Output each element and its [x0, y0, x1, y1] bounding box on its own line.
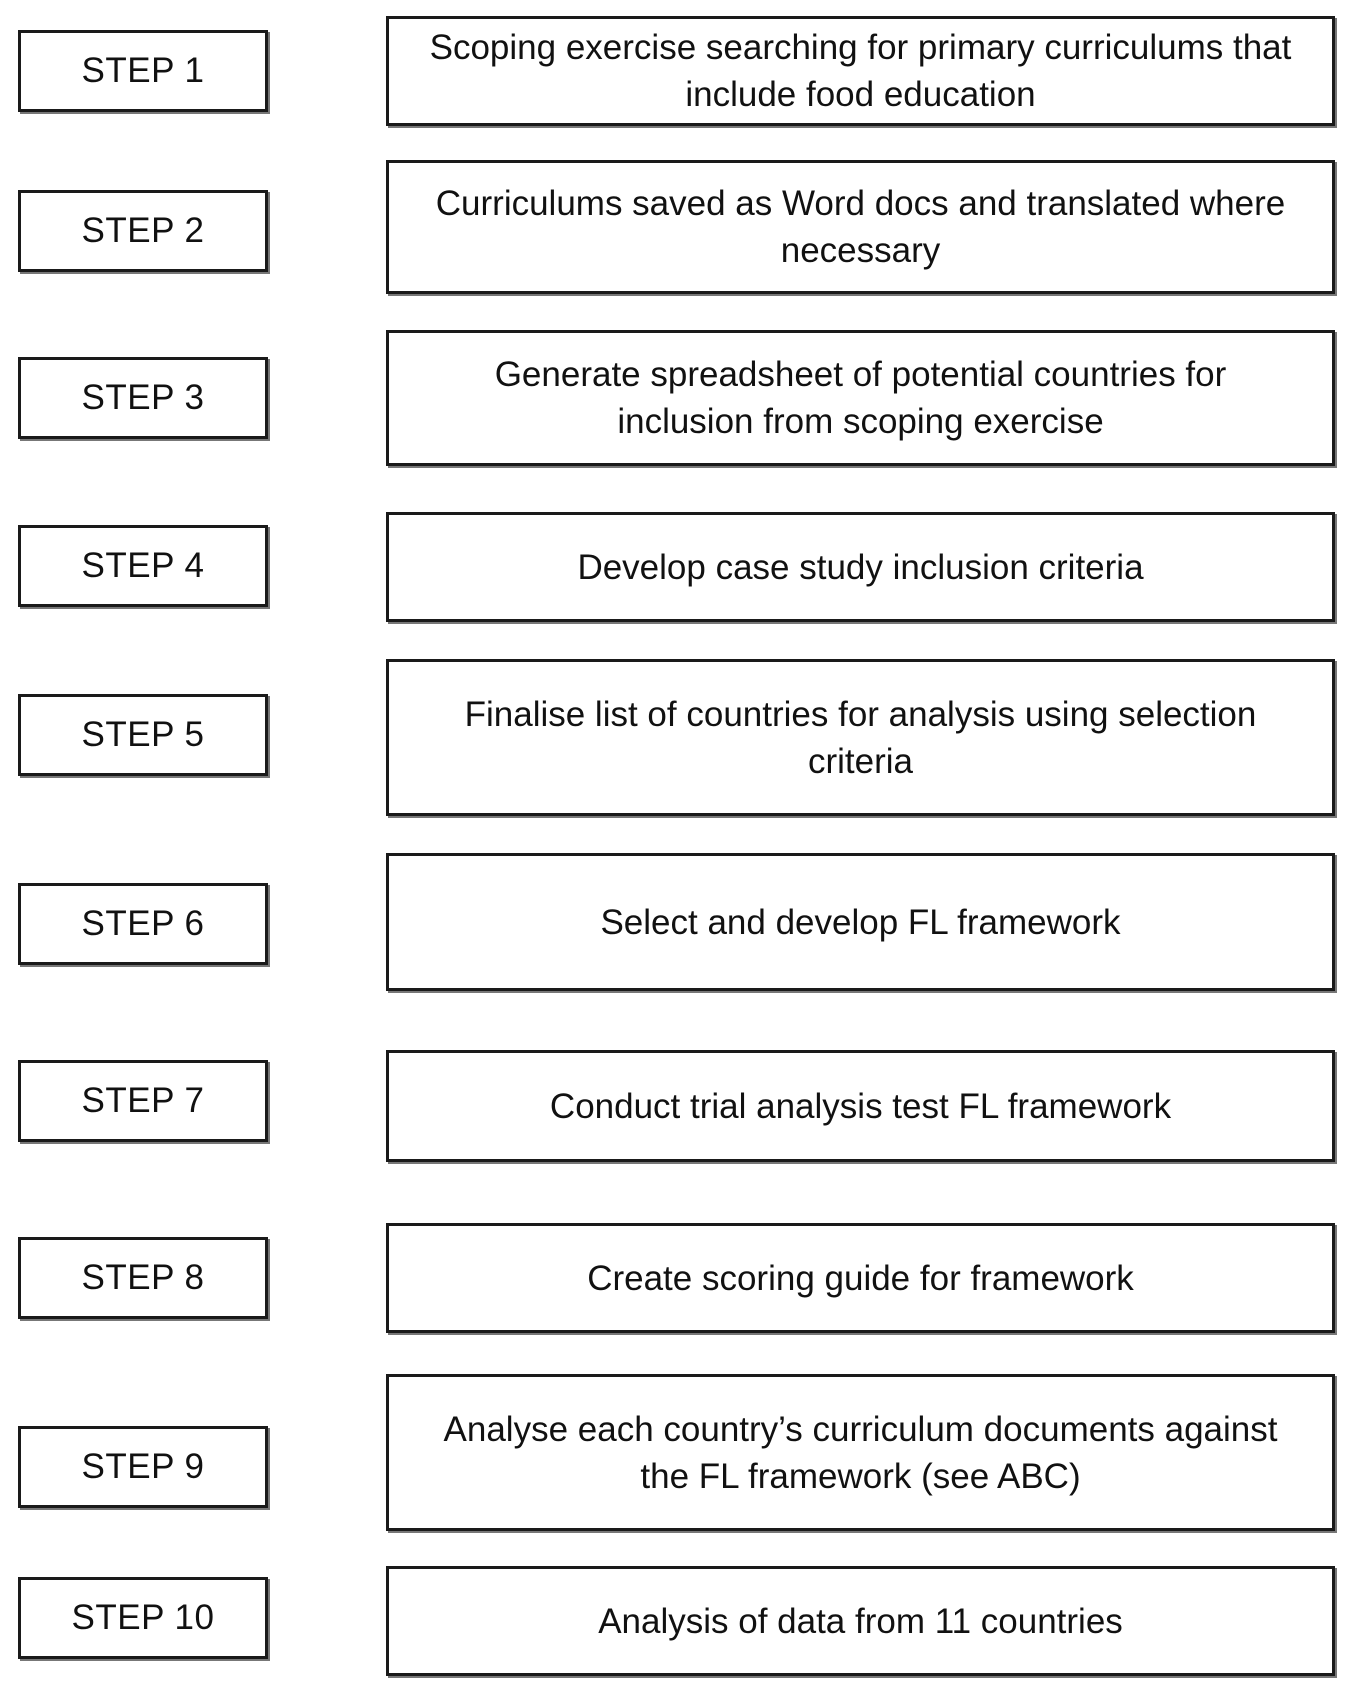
- step-description: Analysis of data from 11 countries: [386, 1566, 1335, 1676]
- step-description: Curriculums saved as Word docs and trans…: [386, 160, 1335, 294]
- step-label: STEP 8: [18, 1237, 268, 1319]
- step-description: Select and develop FL framework: [386, 853, 1335, 991]
- step-description: Create scoring guide for framework: [386, 1223, 1335, 1333]
- step-label: STEP 4: [18, 525, 268, 607]
- step-label: STEP 3: [18, 357, 268, 439]
- step-label: STEP 10: [18, 1577, 268, 1659]
- step-label: STEP 1: [18, 30, 268, 112]
- step-label: STEP 7: [18, 1060, 268, 1142]
- step-description: Scoping exercise searching for primary c…: [386, 16, 1335, 126]
- step-description: Finalise list of countries for analysis …: [386, 659, 1335, 816]
- step-label: STEP 2: [18, 190, 268, 272]
- step-description: Generate spreadsheet of potential countr…: [386, 330, 1335, 466]
- step-description: Analyse each country’s curriculum docume…: [386, 1374, 1335, 1531]
- step-description: Develop case study inclusion criteria: [386, 512, 1335, 622]
- step-label: STEP 6: [18, 883, 268, 965]
- step-description: Conduct trial analysis test FL framework: [386, 1050, 1335, 1162]
- step-label: STEP 9: [18, 1426, 268, 1508]
- step-label: STEP 5: [18, 694, 268, 776]
